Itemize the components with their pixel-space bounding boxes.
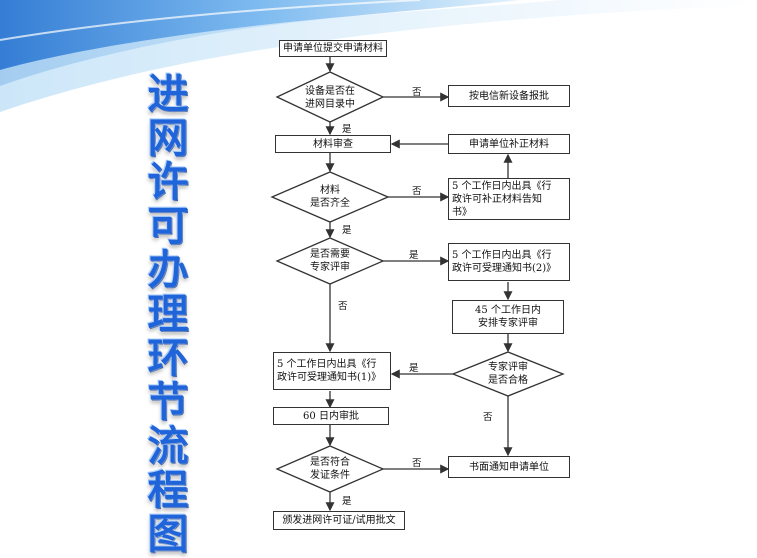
label-no-expert-pass: 否 [483, 412, 493, 423]
page-title-char: 理 [147, 290, 189, 338]
page-title-char: 环 [147, 334, 189, 382]
label-yes-expert: 是 [409, 250, 419, 261]
box-issue: 颁发进网许可证/试用批文 [273, 511, 405, 530]
box-start: 申请单位提交申请材料 [279, 40, 387, 57]
label-no-complete: 否 [412, 186, 422, 197]
page-title-char: 可 [147, 202, 189, 250]
box-notice1: 5 个工作日内出具《行 政许可受理通知书(1)》 [273, 352, 391, 390]
box-supplement: 申请单位补正材料 [448, 134, 570, 154]
page-title-char: 程 [147, 466, 189, 514]
decision-conditions-text: 是否符合 发证条件 [310, 457, 350, 481]
page-title-char: 许 [147, 158, 189, 206]
page-title-char: 流 [147, 422, 189, 470]
flowchart-lines [270, 55, 565, 512]
box-written-notice: 书面通知申请单位 [448, 456, 570, 478]
decision-expert-pass-text: 专家评审 是否合格 [488, 362, 528, 386]
background-wave [0, 0, 757, 112]
decision-device-text: 设备是否在 进网目录中 [305, 86, 355, 110]
label-yes-device: 是 [342, 124, 352, 135]
box-notice-supplement: 5 个工作日内出具《行 政许可补正材料告知 书》 [448, 178, 570, 220]
page-title-char: 网 [147, 114, 189, 162]
page-title-char: 节 [147, 378, 189, 426]
label-no-expert: 否 [338, 301, 348, 312]
label-yes-complete: 是 [342, 225, 352, 236]
box-approve60: 60 日内审批 [273, 407, 389, 425]
decision-complete-text: 材料 是否齐全 [310, 185, 350, 209]
label-yes-expert-pass: 是 [409, 363, 419, 374]
label-no-conditions: 否 [412, 458, 422, 469]
page-title-char: 进 [147, 70, 189, 118]
label-no-device: 否 [412, 87, 422, 98]
decision-expert-text: 是否需要 专家评审 [310, 249, 350, 273]
box-arrange-expert: 45 个工作日内 安排专家评审 [452, 300, 564, 334]
box-new-device: 按电信新设备报批 [448, 85, 570, 107]
box-review: 材料审查 [275, 135, 391, 153]
page-title-char: 办 [147, 246, 189, 294]
page-title: 进网许可办理环节流程图进网许可办理环节流程图 [140, 72, 196, 556]
label-yes-conditions: 是 [342, 496, 352, 507]
box-notice2: 5 个工作日内出具《行 政许可受理通知书(2)》 [448, 243, 570, 281]
